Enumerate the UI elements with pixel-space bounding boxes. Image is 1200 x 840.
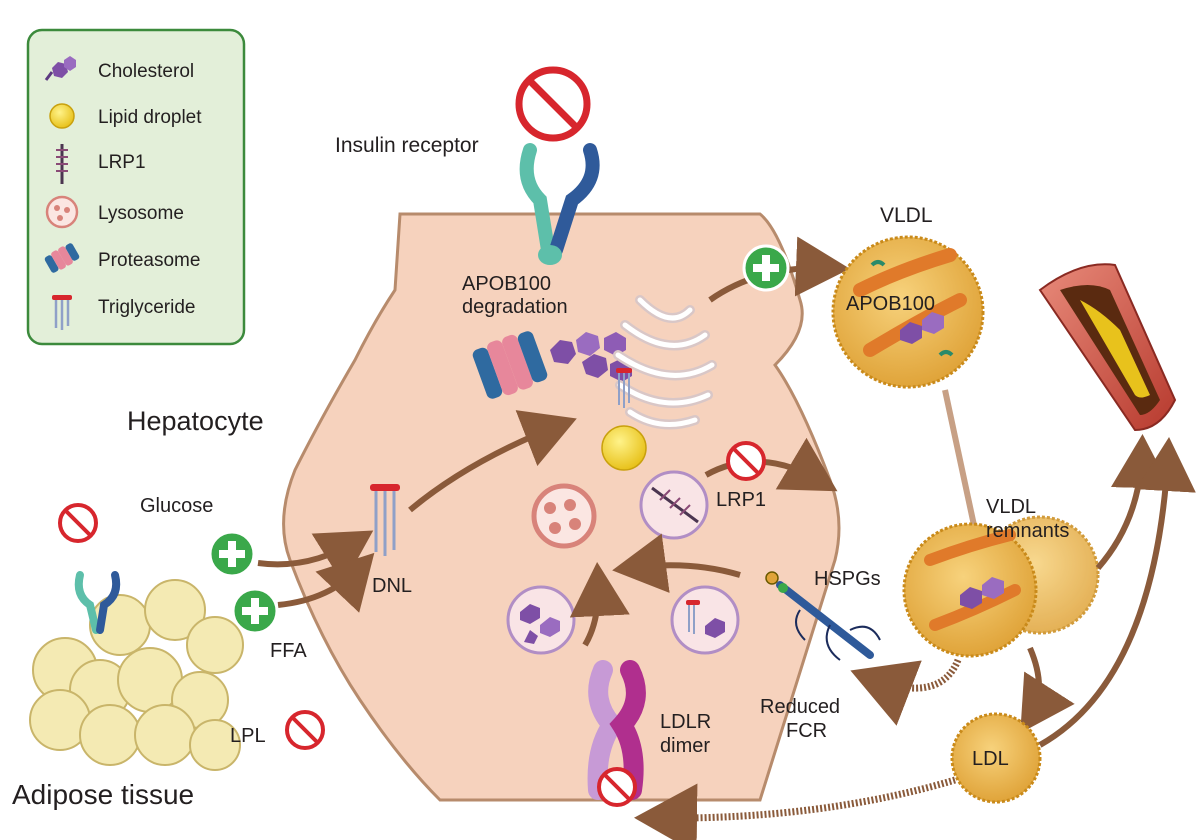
ldl-label: LDL — [972, 748, 1009, 770]
arrow-ffa-to-dnl — [277, 552, 375, 613]
proteasome-icon — [472, 331, 548, 399]
hepatocyte-label: Hepatocyte — [127, 406, 264, 436]
adipose-tissue-label: Adipose tissue — [12, 779, 194, 810]
arrow-ldl-to-ldlr — [634, 776, 956, 840]
ffa-label: FFA — [270, 640, 307, 662]
vldl-label: VLDL — [880, 204, 933, 227]
tg-cholesterol-vesicle-icon — [670, 585, 740, 655]
arrow-vldl-to-remnants — [942, 389, 978, 531]
adipocyte-insulin-receptor — [74, 571, 121, 634]
inhibit-adipocyte-insulin-icon — [58, 503, 98, 543]
inhibit-lpl-icon — [285, 710, 325, 750]
legend-label-cholesterol: Cholesterol — [98, 61, 194, 82]
lrp1-icon — [56, 144, 68, 184]
reduced-fcr-label-line2: FCR — [786, 720, 827, 742]
triglyceride-icon — [52, 295, 72, 330]
legend-label-lrp1: LRP1 — [98, 152, 146, 173]
lrp1-vesicle-icon — [639, 470, 709, 540]
apob100-degradation-label-line1: APOB100 — [462, 273, 551, 295]
apob100-label: APOB100 — [846, 293, 935, 315]
legend-label-lysosome: Lysosome — [98, 203, 184, 224]
vldl-remnants-label-line2: remnants — [986, 520, 1069, 542]
stimulate-ffa-icon — [231, 587, 279, 635]
dnl-triglyceride-icon — [370, 484, 400, 556]
insulin-receptor-label: Insulin receptor — [335, 134, 479, 157]
insulin-receptor — [519, 143, 600, 265]
stimulate-glucose-icon — [208, 530, 256, 578]
adipose-tissue — [29, 579, 244, 771]
lipid-droplet-icon — [601, 425, 647, 471]
dnl-label: DNL — [372, 575, 412, 597]
lrp1-label: LRP1 — [716, 489, 766, 511]
cholesterol-icon — [44, 56, 76, 81]
legend-label-lipid-droplet: Lipid droplet — [98, 107, 202, 128]
apob100-degradation-label-line2: degradation — [462, 296, 568, 318]
triglyceride-icon — [616, 368, 632, 408]
legend-label-proteasome: Proteasome — [98, 250, 200, 271]
ldlr-dimer-label-line1: LDLR — [660, 711, 711, 733]
ldl-particle — [950, 712, 1042, 804]
reduced-fcr-label-line1: Reduced — [760, 696, 840, 718]
cholesterol-vesicle-icon — [506, 585, 576, 655]
inhibit-insulin-receptor-icon — [515, 66, 591, 142]
vldl-remnants-label-line1: VLDL — [986, 496, 1036, 518]
inhibit-ldlr-icon — [597, 767, 637, 807]
arrow-remnants-to-ldl — [1020, 646, 1075, 734]
ldlr-dimer-label-line2: dimer — [660, 735, 710, 757]
stimulate-vldl-icon — [742, 244, 790, 292]
arrow-remnants-to-artery — [1095, 434, 1171, 570]
ldlr-dimer-icon — [587, 660, 646, 800]
arrow-reduced-fcr — [850, 658, 962, 726]
arrow-glucose-to-dnl — [257, 530, 374, 585]
hspg-icon — [765, 571, 881, 661]
lysosome-icon — [531, 483, 597, 549]
proteasome-icon — [44, 243, 80, 273]
glucose-label: Glucose — [140, 495, 213, 517]
legend: Cholesterol Lipid droplet LRP1 Lysosome — [26, 28, 246, 346]
arrow-dnl-to-golgi — [408, 410, 577, 513]
arrow-ldlr-to-vesicle — [569, 562, 630, 647]
hspgs-label: HSPGs — [814, 568, 881, 590]
inhibit-lrp1-icon — [726, 441, 766, 481]
lysosome-icon — [45, 195, 79, 229]
arrow-ldl-to-artery — [1038, 437, 1196, 748]
vldl-remnant-particle — [902, 522, 1038, 658]
legend-label-triglyceride: Triglyceride — [98, 297, 196, 318]
lpl-label: LPL — [230, 725, 266, 747]
vldl-particle — [831, 235, 985, 389]
arrow-hspg-to-lysosome — [612, 533, 741, 593]
artery-plaque-icon — [1038, 263, 1177, 432]
legend-box — [26, 28, 246, 346]
lipid-droplet-icon — [49, 103, 75, 129]
